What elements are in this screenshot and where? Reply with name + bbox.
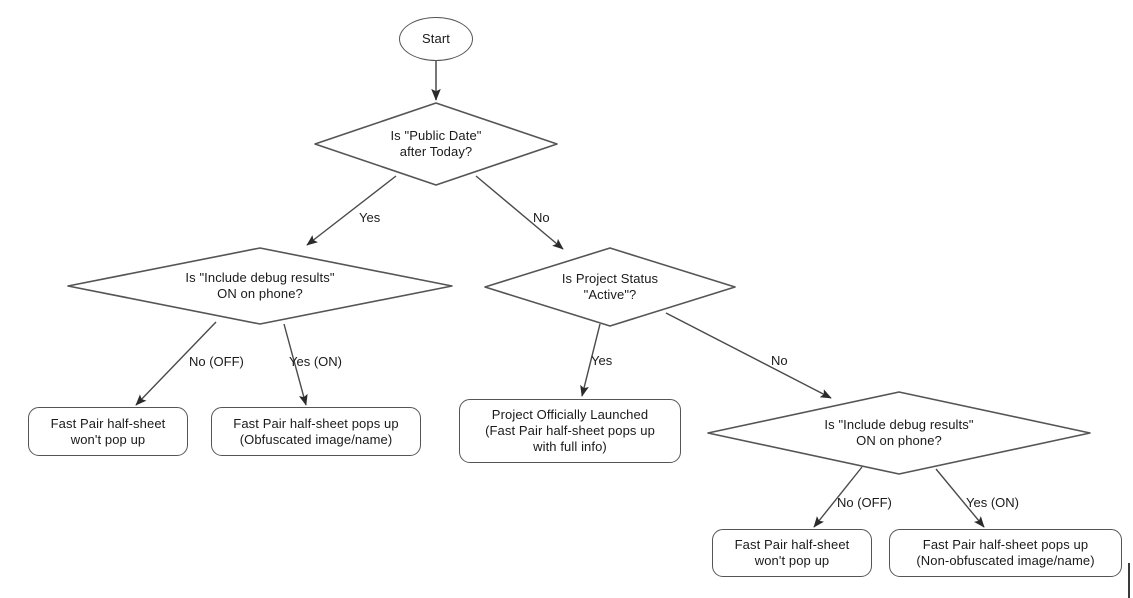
diamond-shape [66,246,454,326]
edge-label-project-status-no: No [771,353,788,368]
diamond-shape [706,390,1092,476]
node-no-popup-left-label: Fast Pair half-sheet won't pop up [50,415,166,447]
page-edge-artifact [1128,563,1130,598]
node-officially-launched-label: Project Officially Launched (Fast Pair h… [485,407,655,454]
node-public-date-decision-label: Is "Public Date" after Today? [390,128,482,159]
node-officially-launched[interactable]: Project Officially Launched (Fast Pair h… [459,399,681,463]
edge-label-debug-left-on: Yes (ON) [289,354,342,369]
edge-label-debug-right-on: Yes (ON) [966,495,1019,510]
node-project-status-decision[interactable]: Is Project Status "Active"? [483,246,737,328]
node-debug-results-left-decision-label: Is "Include debug results" ON on phone? [185,270,335,301]
edge-label-project-status-yes: Yes [591,353,613,368]
edge-label-public-date-no: No [533,210,550,225]
node-obfuscated-popup-label: Fast Pair half-sheet pops up (Obfuscated… [233,415,399,447]
node-non-obfuscated-popup-label: Fast Pair half-sheet pops up (Non-obfusc… [916,537,1095,568]
node-debug-results-right-decision[interactable]: Is "Include debug results" ON on phone? [706,390,1092,476]
node-debug-results-right-decision-label: Is "Include debug results" ON on phone? [824,417,974,448]
diamond-shape [483,246,737,328]
edge-label-debug-left-off: No (OFF) [189,354,244,369]
node-no-popup-left[interactable]: Fast Pair half-sheet won't pop up [28,407,188,456]
edge-label-public-date-yes: Yes [359,210,381,225]
node-debug-results-left-decision[interactable]: Is "Include debug results" ON on phone? [66,246,454,326]
diamond-shape [313,101,559,187]
node-start[interactable]: Start [399,17,473,61]
edge-label-debug-right-off: No (OFF) [837,495,892,510]
node-no-popup-right-label: Fast Pair half-sheet won't pop up [734,537,850,568]
node-no-popup-right[interactable]: Fast Pair half-sheet won't pop up [712,529,872,577]
node-project-status-decision-label: Is Project Status "Active"? [561,271,659,302]
node-obfuscated-popup[interactable]: Fast Pair half-sheet pops up (Obfuscated… [211,407,421,456]
node-public-date-decision[interactable]: Is "Public Date" after Today? [313,101,559,187]
node-start-label: Start [422,31,450,46]
node-non-obfuscated-popup[interactable]: Fast Pair half-sheet pops up (Non-obfusc… [889,529,1122,577]
